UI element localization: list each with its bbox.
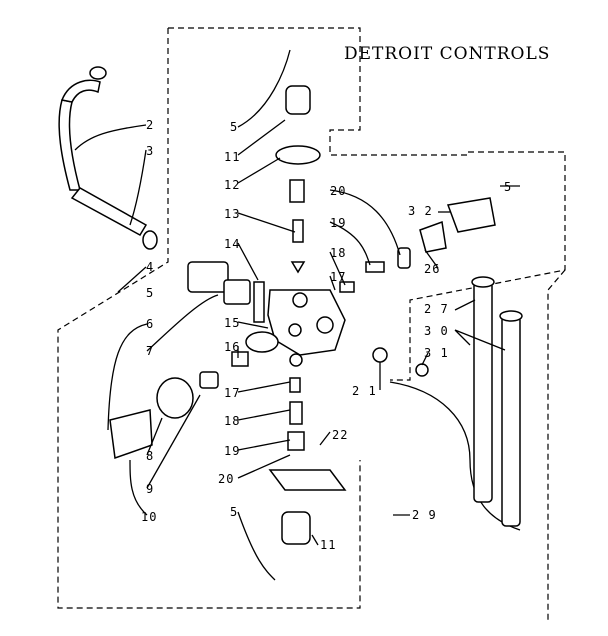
callout-12: 12: [224, 178, 241, 192]
callout-10: 10: [141, 510, 158, 524]
callout-5-right: 5: [504, 180, 513, 194]
callout-11-bottom: 11: [320, 538, 337, 552]
callout-13: 13: [224, 207, 241, 221]
fitting-part-16: [231, 351, 249, 367]
callout-5-bottom: 5: [230, 505, 239, 519]
callout-17-left: 17: [224, 386, 241, 400]
callout-17-right: 17: [330, 270, 347, 284]
valve-port-left: [288, 323, 302, 337]
callout-30: 3 0: [424, 324, 449, 338]
solenoid-coil-top: [285, 85, 311, 115]
callout-22: 22: [332, 428, 349, 442]
hose-part-2-top: [60, 79, 101, 103]
callout-29: 2 9: [412, 508, 437, 522]
armature-part-20-right: [397, 247, 411, 269]
callout-20-left: 20: [218, 472, 235, 486]
spring-part-19-top: [292, 219, 304, 243]
valve-port-right: [316, 316, 334, 334]
callout-7: 7: [146, 344, 155, 358]
diagram-title: DETROIT CONTROLS: [344, 44, 551, 64]
callout-26: 26: [424, 262, 441, 276]
callout-15: 15: [224, 316, 241, 330]
diaphragm-part-12: [275, 145, 321, 165]
callout-18-left: 18: [224, 414, 241, 428]
armature-part-20-top: [289, 179, 305, 203]
callout-18-right: 18: [330, 246, 347, 260]
callout-14: 14: [224, 237, 241, 251]
tube-part-30-right: [501, 315, 521, 527]
cap-part-27-right: [499, 310, 523, 322]
leader-lines: [74, 49, 520, 581]
part-32: [446, 197, 496, 233]
bracket-part-6: [187, 261, 229, 293]
armature-part-20-bottom: [287, 431, 305, 451]
callout-5-left: 5: [146, 286, 155, 300]
callout-9: 9: [146, 482, 155, 496]
callout-21: 2 1: [352, 384, 377, 398]
cap-part-27-left: [471, 276, 495, 288]
callout-31: 3 1: [424, 346, 449, 360]
callout-8: 8: [146, 449, 155, 463]
tube-part-30-left: [473, 281, 493, 503]
valve-body: [267, 289, 346, 356]
callout-16: 16: [224, 340, 241, 354]
hose-part-2: [58, 99, 81, 191]
coil-spring-part-8: [156, 377, 194, 419]
callout-32: 3 2: [408, 204, 433, 218]
o-ring-part-15: [245, 331, 279, 353]
hose-part-3: [70, 187, 148, 237]
plunger-part-18-bottom: [289, 377, 301, 393]
callout-5-top: 5: [230, 120, 239, 134]
assembly-boundary: [57, 27, 566, 620]
callout-27: 2 7: [424, 302, 449, 316]
spring-part-19-right: [365, 261, 385, 273]
bracket-part-22: [268, 469, 347, 491]
plunger-part-18-top: [290, 261, 306, 274]
callout-2: 2: [146, 118, 155, 132]
screen-part-14: [253, 281, 265, 323]
callout-19-left: 19: [224, 444, 241, 458]
coupling-part-9: [199, 371, 219, 389]
nut-part-21: [372, 347, 388, 363]
part-31: [415, 363, 429, 377]
callout-11-top: 11: [224, 150, 241, 164]
valve-port-top: [292, 292, 308, 308]
callout-19-right: 19: [330, 216, 347, 230]
callout-20-right: 20: [330, 184, 347, 198]
callout-6: 6: [146, 317, 155, 331]
tube-part-28: [389, 381, 521, 531]
washer-part-17: [289, 353, 303, 367]
gasket-part-7: [223, 279, 251, 305]
solenoid-plate-part-10: [109, 409, 153, 460]
spring-part-19-bottom: [289, 401, 303, 425]
part-26: [419, 220, 447, 253]
hose-clamp: [89, 66, 107, 80]
plunger-part-18-right: [339, 281, 355, 293]
hose-part-3-end: [142, 230, 158, 250]
callout-4: 4: [146, 260, 155, 274]
callout-3: 3: [146, 144, 155, 158]
solenoid-coil-bottom: [281, 511, 311, 545]
